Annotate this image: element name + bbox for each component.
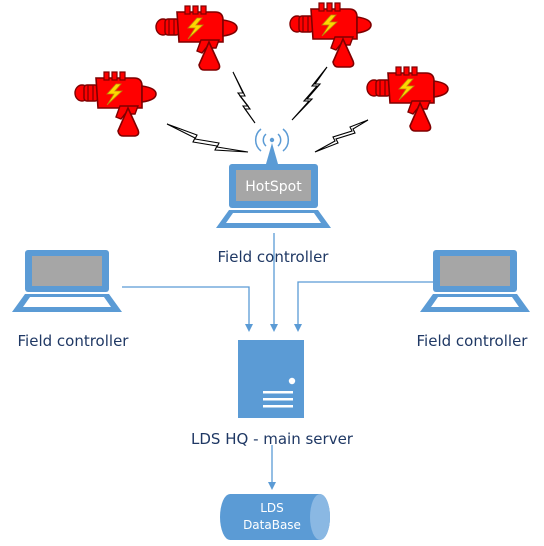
wifi-antenna-icon bbox=[254, 128, 290, 164]
hotspot-label: HotSpot bbox=[245, 179, 302, 195]
lightning-bolt-icon bbox=[314, 119, 369, 153]
ray-gun-icon bbox=[289, 2, 372, 68]
ray-gun-icon bbox=[74, 71, 157, 137]
database-icon bbox=[220, 494, 330, 540]
database-label-line1: LDS bbox=[260, 501, 284, 515]
lightning-bolt-icon bbox=[166, 123, 249, 153]
connector-right bbox=[294, 281, 433, 332]
lightning-bolt-icon bbox=[232, 71, 256, 124]
server-icon bbox=[238, 340, 304, 418]
laptop-icon bbox=[420, 250, 530, 312]
field-controller-left-label: Field controller bbox=[18, 332, 130, 350]
database-label-line2: DataBase bbox=[243, 518, 301, 532]
ray-gun-icon bbox=[155, 5, 238, 71]
field-controller-right-label: Field controller bbox=[417, 332, 529, 350]
connector-left bbox=[122, 286, 253, 332]
server-label: LDS HQ - main server bbox=[191, 430, 354, 448]
laptop-icon bbox=[12, 250, 122, 312]
ray-gun-icon bbox=[366, 66, 449, 132]
lightning-bolt-icon bbox=[291, 66, 328, 121]
laptop-icon bbox=[216, 164, 331, 228]
